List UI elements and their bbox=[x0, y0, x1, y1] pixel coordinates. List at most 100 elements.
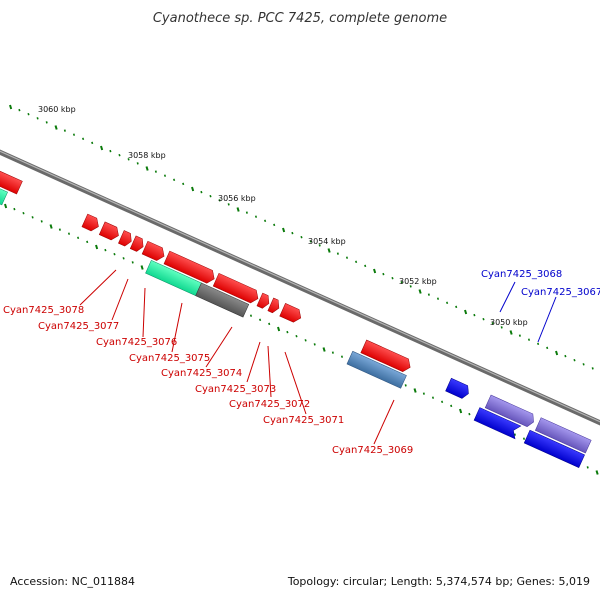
scale-tick bbox=[286, 330, 289, 334]
gene-blue-lower[interactable] bbox=[473, 407, 522, 440]
scale-tick bbox=[431, 396, 435, 399]
scale-tick bbox=[300, 235, 303, 239]
leader-3072 bbox=[267, 345, 272, 398]
scale-tick bbox=[31, 216, 34, 219]
gene-gray-mid[interactable] bbox=[195, 282, 250, 318]
kbp-label-3054: 3054 kbp bbox=[308, 237, 346, 246]
scale-tick bbox=[336, 252, 339, 255]
scale-tick bbox=[546, 346, 549, 350]
gene-blue-small[interactable] bbox=[445, 377, 472, 400]
scale-tick bbox=[518, 334, 521, 337]
scale-tick bbox=[182, 182, 185, 186]
scale-tick bbox=[131, 261, 134, 264]
gene-green-left[interactable] bbox=[0, 152, 8, 206]
leader-3068 bbox=[499, 281, 516, 313]
gene-red-left[interactable] bbox=[0, 137, 23, 195]
scale-tick bbox=[422, 392, 425, 395]
scale-tick bbox=[95, 244, 99, 250]
gene-3071-c[interactable] bbox=[267, 297, 282, 314]
scale-tick bbox=[277, 326, 281, 332]
gene-3069-red[interactable] bbox=[360, 339, 413, 374]
gene-3073[interactable] bbox=[141, 240, 167, 262]
kbp-label-3056: 3056 kbp bbox=[218, 194, 256, 203]
outer-scale-ticks bbox=[9, 104, 594, 370]
label-leader-lines bbox=[79, 269, 557, 445]
scale-tick bbox=[400, 281, 403, 284]
scale-tick bbox=[163, 174, 167, 177]
scale-tick bbox=[513, 433, 516, 436]
gene-label-3072[interactable]: Cyan7425_3072 bbox=[229, 399, 310, 410]
scale-tick bbox=[582, 363, 585, 366]
scale-tick bbox=[473, 313, 476, 317]
scale-tick bbox=[409, 285, 412, 288]
scale-tick bbox=[72, 133, 76, 136]
scale-tick bbox=[77, 236, 80, 240]
scale-tick bbox=[564, 354, 567, 358]
scale-tick bbox=[227, 203, 230, 206]
scale-tick bbox=[40, 220, 43, 223]
leader-3067 bbox=[537, 296, 557, 343]
gene-3069-steel[interactable] bbox=[346, 350, 407, 389]
gene-label-3078[interactable]: Cyan7425_3078 bbox=[3, 305, 84, 316]
gene-3068[interactable] bbox=[484, 394, 536, 428]
scale-tick bbox=[441, 400, 444, 404]
gene-3076[interactable] bbox=[98, 221, 121, 242]
scale-tick bbox=[13, 207, 16, 211]
scale-tick bbox=[522, 437, 526, 440]
scale-tick bbox=[555, 350, 559, 356]
gene-blue-right[interactable] bbox=[523, 429, 585, 468]
scale-tick bbox=[313, 343, 316, 346]
gene-3072[interactable] bbox=[163, 250, 217, 285]
kbp-label-3058: 3058 kbp bbox=[128, 151, 166, 160]
scale-tick bbox=[136, 162, 139, 165]
scale-tick bbox=[36, 117, 39, 120]
gene-label-3076[interactable]: Cyan7425_3076 bbox=[96, 337, 177, 348]
gene-3077[interactable] bbox=[81, 213, 101, 233]
scale-tick bbox=[104, 248, 107, 252]
leader-3078 bbox=[79, 269, 117, 306]
scale-tick bbox=[586, 466, 589, 469]
scale-tick bbox=[268, 322, 271, 326]
gene-labels: Cyan7425_3078 Cyan7425_3077 Cyan7425_307… bbox=[3, 269, 600, 456]
scale-tick bbox=[191, 186, 195, 192]
gene-label-3071[interactable]: Cyan7425_3071 bbox=[263, 415, 344, 426]
scale-tick bbox=[322, 347, 326, 352]
scale-tick bbox=[459, 408, 463, 414]
scale-tick bbox=[58, 228, 61, 231]
scale-tick bbox=[591, 367, 594, 370]
scale-tick bbox=[573, 358, 576, 362]
gene-label-3077[interactable]: Cyan7425_3077 bbox=[38, 321, 119, 332]
leader-3075 bbox=[171, 302, 183, 353]
genome-backbone-highlight bbox=[0, 150, 600, 423]
leader-3069 bbox=[373, 399, 395, 445]
gene-3075[interactable] bbox=[118, 230, 134, 248]
scale-tick bbox=[446, 301, 449, 305]
gene-strip bbox=[0, 137, 592, 468]
scale-tick bbox=[49, 224, 53, 229]
scale-tick bbox=[22, 211, 25, 215]
scale-tick bbox=[236, 207, 240, 212]
scale-tick bbox=[482, 317, 485, 321]
gene-label-3074[interactable]: Cyan7425_3074 bbox=[161, 368, 242, 379]
scale-tick bbox=[200, 190, 203, 194]
scale-tick bbox=[595, 470, 599, 475]
gene-3071-a[interactable] bbox=[212, 272, 261, 305]
scale-tick bbox=[27, 112, 30, 116]
gene-label-3067[interactable]: Cyan7425_3067 bbox=[521, 287, 600, 298]
gene-3071-b[interactable] bbox=[256, 292, 272, 310]
scale-tick bbox=[468, 412, 471, 416]
gene-label-3073[interactable]: Cyan7425_3073 bbox=[195, 384, 276, 395]
scale-tick bbox=[173, 178, 176, 182]
gene-3067[interactable] bbox=[534, 417, 592, 454]
scale-tick bbox=[327, 248, 331, 253]
scale-tick bbox=[91, 141, 94, 145]
gene-label-3068[interactable]: Cyan7425_3068 bbox=[481, 269, 562, 280]
scale-tick bbox=[122, 257, 125, 260]
gene-label-3069[interactable]: Cyan7425_3069 bbox=[332, 445, 413, 456]
gene-3071-d[interactable] bbox=[279, 303, 304, 324]
scale-tick bbox=[355, 260, 358, 264]
scale-tick bbox=[209, 194, 212, 198]
gene-label-3075[interactable]: Cyan7425_3075 bbox=[129, 353, 210, 364]
scale-tick bbox=[318, 244, 321, 247]
gene-3074[interactable] bbox=[129, 235, 146, 253]
